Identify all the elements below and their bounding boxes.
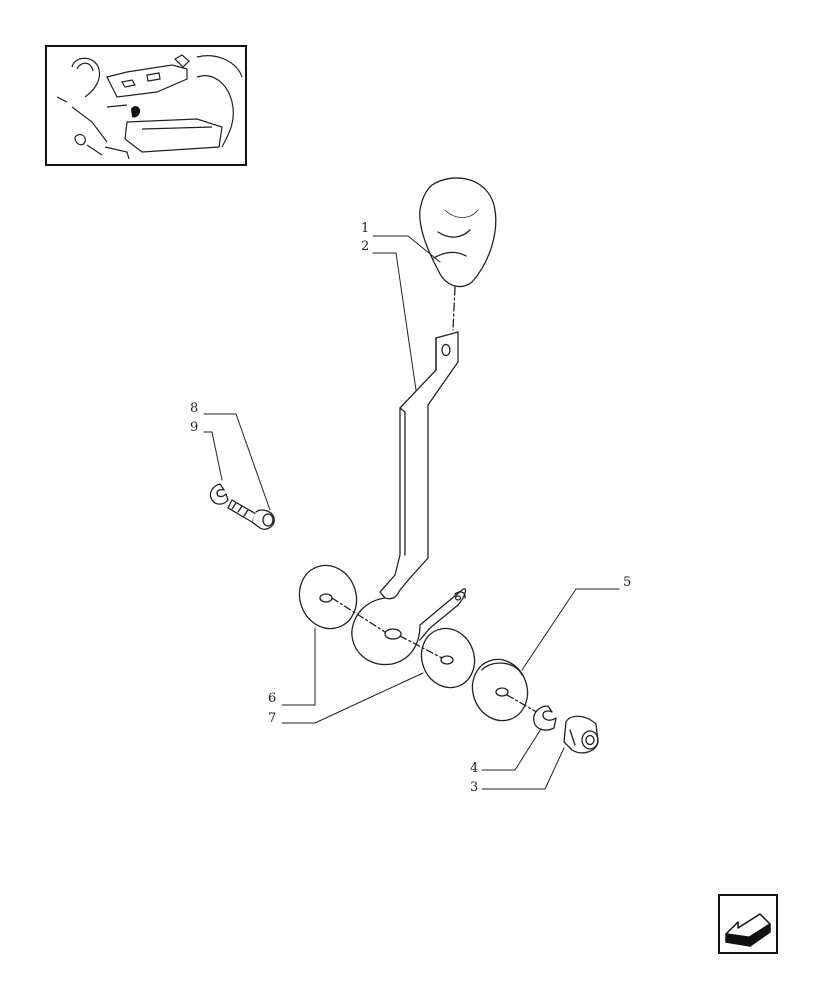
leader-2 bbox=[372, 252, 417, 391]
leader-5 bbox=[521, 588, 620, 671]
leader-lines bbox=[203, 235, 620, 790]
washer-left-part bbox=[298, 564, 358, 630]
callout-6: 6 bbox=[268, 691, 277, 706]
leader-8 bbox=[203, 413, 271, 511]
cap-nut-part bbox=[563, 715, 599, 754]
leader-4 bbox=[481, 728, 542, 771]
washer-center-part bbox=[420, 627, 476, 689]
leader-9 bbox=[203, 431, 223, 481]
callout-7: 7 bbox=[268, 711, 277, 726]
cab-interior-sketch-icon bbox=[56, 54, 243, 160]
callout-5: 5 bbox=[623, 575, 632, 590]
leader-6 bbox=[281, 627, 316, 706]
bolt-part bbox=[227, 499, 275, 530]
spring-clip-part bbox=[533, 705, 557, 731]
back-arrow-icon bbox=[725, 913, 771, 947]
lever-knob-part bbox=[419, 177, 497, 288]
small-clip-part bbox=[209, 483, 229, 505]
leader-7 bbox=[281, 672, 424, 724]
callout-2: 2 bbox=[361, 239, 370, 254]
cup-washer-part bbox=[471, 658, 529, 722]
callout-8: 8 bbox=[190, 401, 199, 416]
back-navigation-button[interactable] bbox=[718, 894, 778, 954]
gear-lever-part bbox=[351, 331, 467, 666]
callout-4: 4 bbox=[470, 761, 479, 776]
leader-1 bbox=[372, 235, 441, 263]
callout-9: 9 bbox=[190, 420, 199, 435]
callout-1: 1 bbox=[361, 221, 370, 236]
location-thumbnail bbox=[45, 45, 247, 166]
leader-3 bbox=[481, 747, 565, 790]
callout-3: 3 bbox=[470, 780, 479, 795]
